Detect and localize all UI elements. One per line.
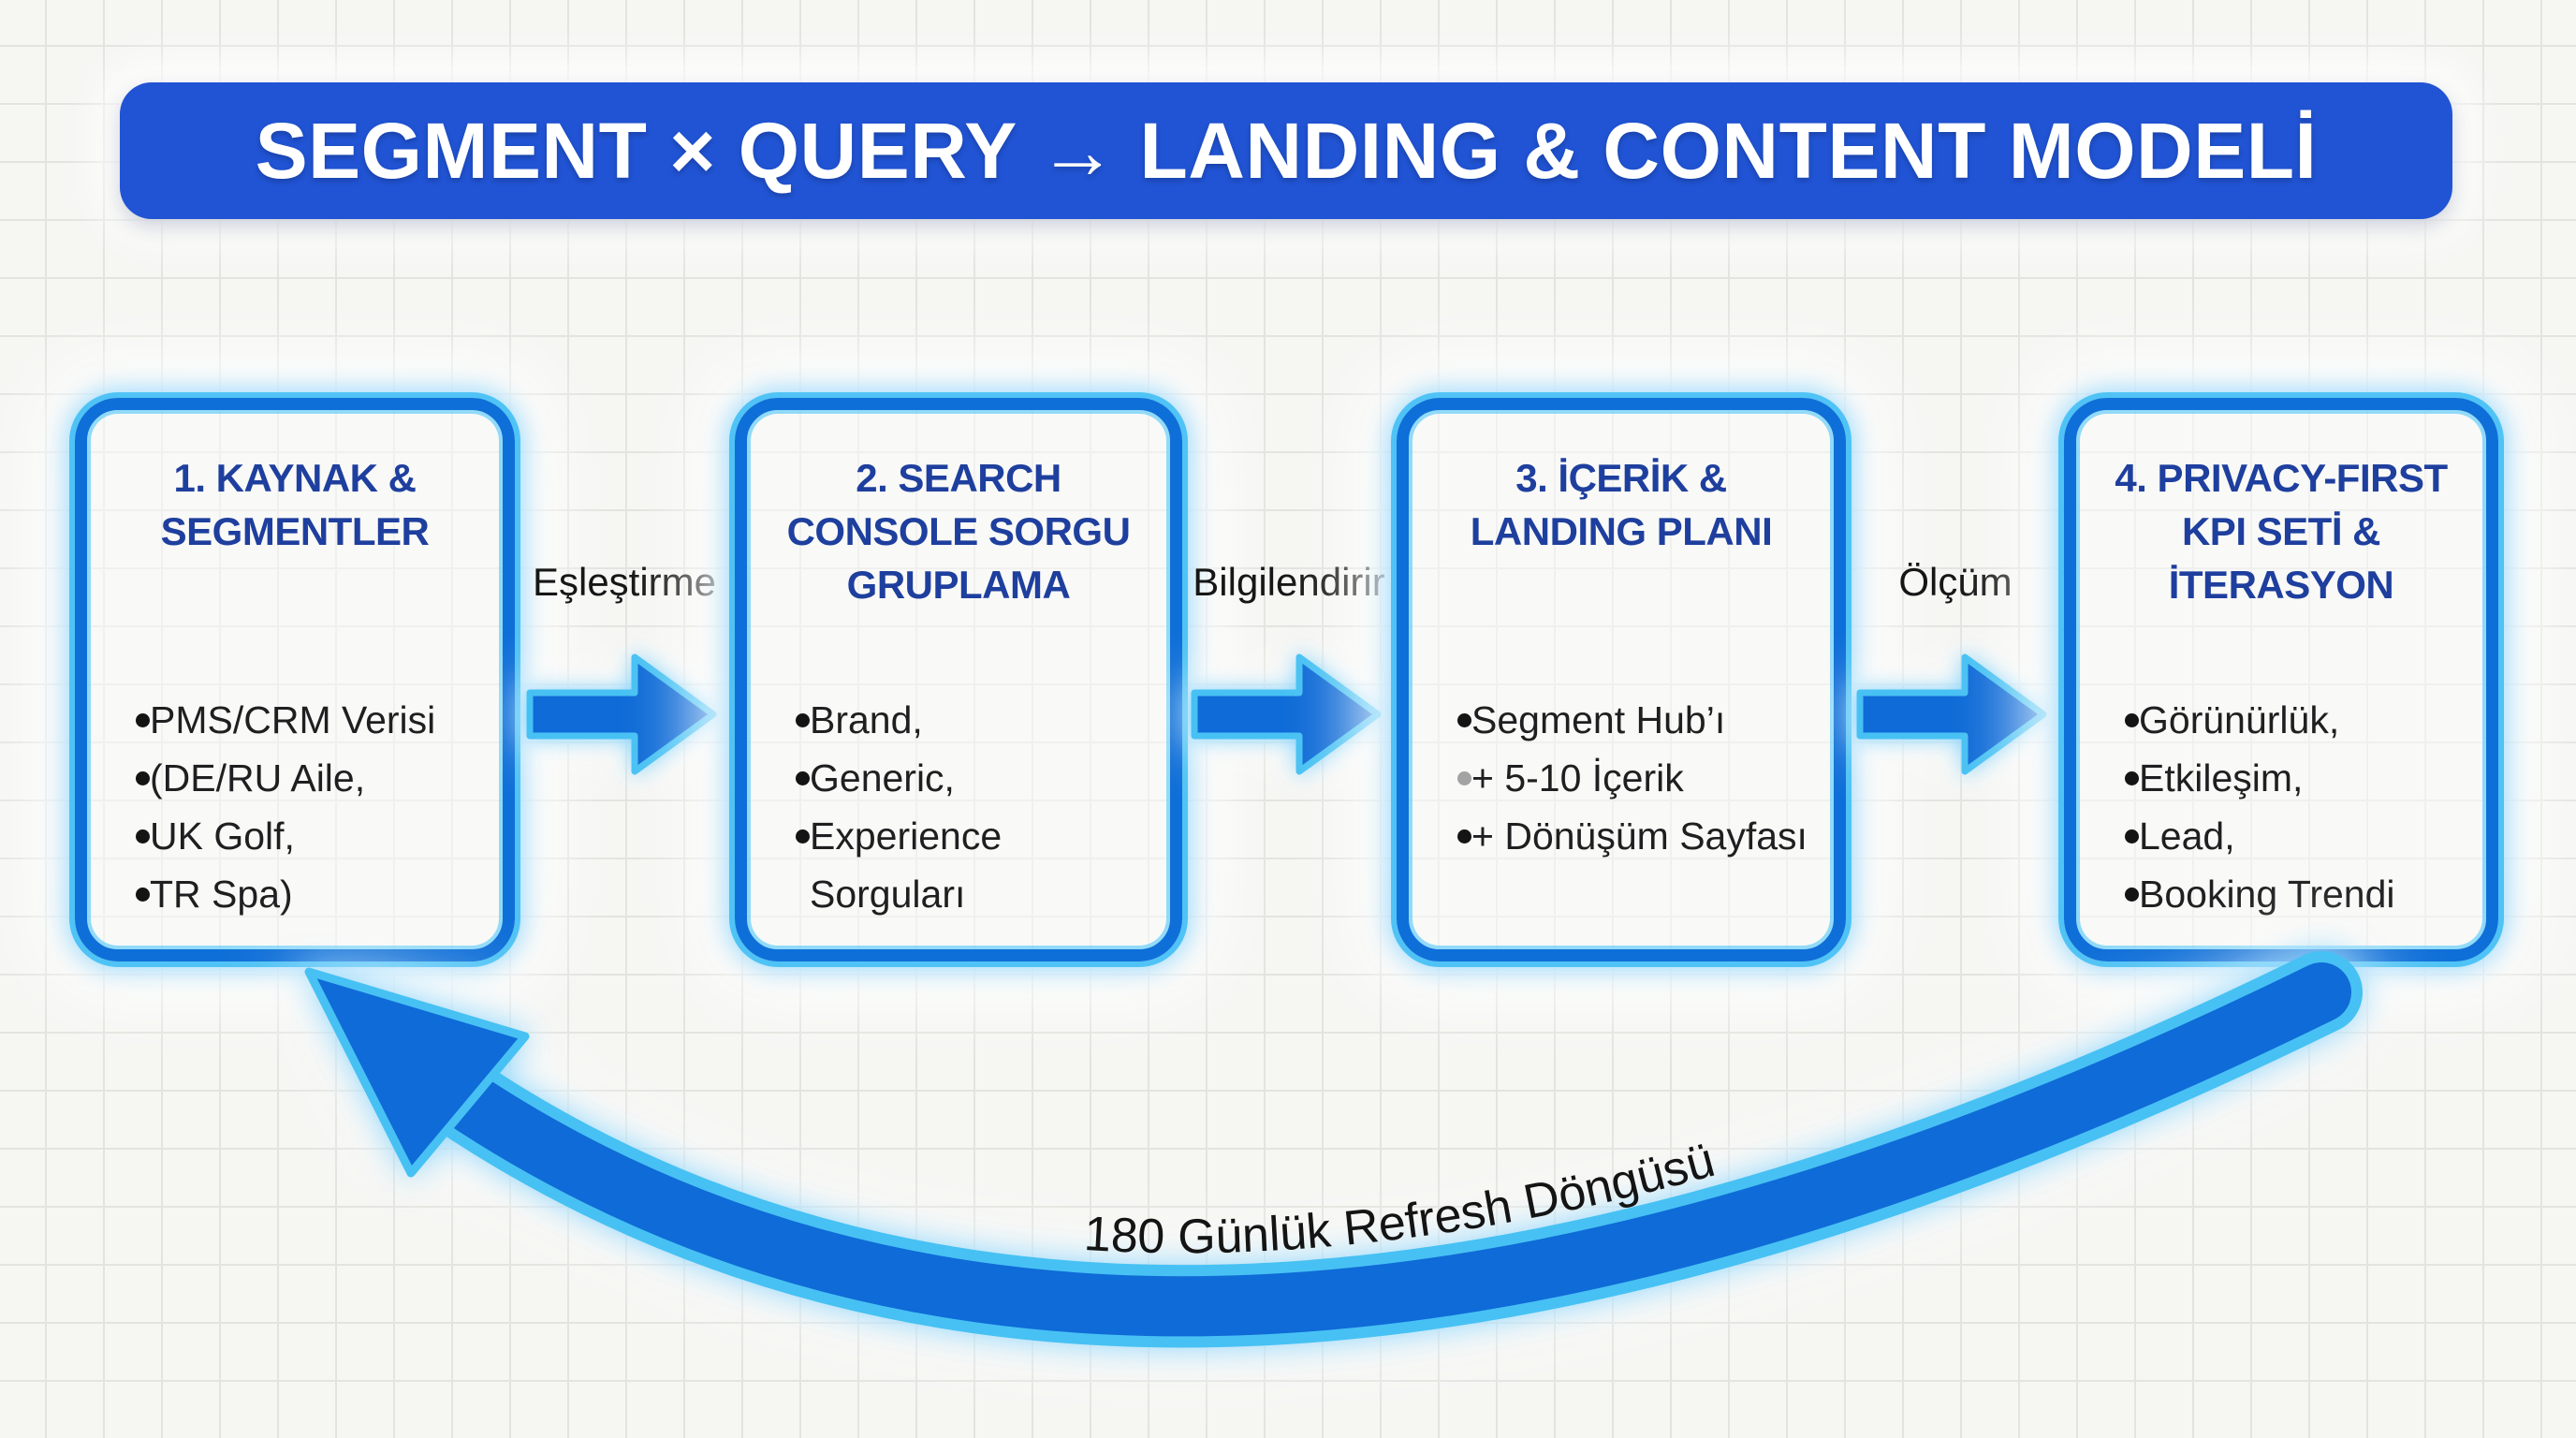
bullet-text: Etkileşim,: [2139, 756, 2304, 800]
stage-box-kaynak-segmentler: 1. KAYNAK & SEGMENTLER PMS/CRM Verisi (D…: [75, 398, 515, 961]
box-title: 1. KAYNAK & SEGMENTLER: [160, 456, 430, 554]
bullet-text: Generic,: [810, 756, 955, 800]
bullet-list: Görünürlük, Etkileşim, Lead, Booking Tre…: [2125, 691, 2471, 923]
list-item: Booking Trendi: [2125, 865, 2471, 923]
box-title: 3. İÇERİK & LANDING PLANI: [1470, 456, 1773, 554]
bullet-text: Lead,: [2139, 814, 2235, 858]
list-item: + Dönüşüm Sayfası: [1457, 807, 1819, 865]
list-item: + 5-10 İçerik: [1457, 749, 1819, 807]
stage-box-search-console: 2. SEARCH CONSOLE SORGU GRUPLAMA Brand, …: [735, 398, 1182, 961]
list-item: Brand,: [796, 691, 1155, 749]
loop-arrowhead-icon: [304, 967, 530, 1178]
connector-label-bilgilendirir: Bilgilendirir: [1193, 560, 1385, 604]
page-title: SEGMENT × QUERY → LANDING & CONTENT MODE…: [255, 106, 2318, 195]
bullet-dot-icon: [796, 829, 810, 844]
connector-label-olcum: Ölçüm: [1898, 560, 2012, 604]
bullet-text: Görünürlük,: [2139, 698, 2340, 741]
loop-label-text: 180 Günlük Refresh Döngüsü: [1083, 1133, 1720, 1264]
bullet-text: PMS/CRM Verisi: [150, 698, 436, 741]
bullet-dot-icon: [796, 771, 810, 785]
bullet-text: Brand,: [810, 698, 923, 741]
list-item: Segment Hub’ı: [1457, 691, 1819, 749]
loop-arrow-outline: [432, 951, 2363, 1348]
bullet-dot-icon: [136, 829, 150, 844]
list-item: Görünürlük,: [2125, 691, 2471, 749]
bullet-dot-icon: [796, 713, 810, 727]
title-banner: SEGMENT × QUERY → LANDING & CONTENT MODE…: [120, 82, 2452, 219]
box-title: 2. SEARCH CONSOLE SORGU GRUPLAMA: [786, 456, 1131, 608]
list-item: Generic,: [796, 749, 1155, 807]
bullet-dot-icon: [136, 713, 150, 727]
box-title: 4. PRIVACY-FIRST KPI SETİ & İTERASYON: [2115, 456, 2448, 608]
bullet-dot-icon: [136, 771, 150, 785]
bullet-dot-icon: [1457, 829, 1471, 844]
bullet-list: PMS/CRM Verisi (DE/RU Aile, UK Golf, TR …: [136, 691, 488, 923]
loop-arrow-path: [443, 962, 2351, 1337]
bullet-text: + Dönüşüm Sayfası: [1471, 814, 1808, 858]
list-item: Lead,: [2125, 807, 2471, 865]
bullet-dot-icon: [2125, 888, 2139, 902]
bullet-list: Segment Hub’ı + 5-10 İçerik + Dönüşüm Sa…: [1457, 691, 1819, 865]
flow-arrow-icon: [1856, 653, 2047, 775]
bullet-dot-icon: [136, 888, 150, 902]
flow-arrow-icon: [526, 653, 717, 775]
bullet-dot-icon: [2125, 771, 2139, 785]
list-item: Etkileşim,: [2125, 749, 2471, 807]
bullet-dot-icon: [1457, 713, 1471, 727]
bullet-text: Booking Trendi: [2139, 873, 2395, 916]
stage-box-icerik-landing: 3. İÇERİK & LANDING PLANI Segment Hub’ı …: [1397, 398, 1846, 961]
bullet-text: UK Golf,: [150, 814, 295, 858]
list-item: (DE/RU Aile,: [136, 749, 488, 807]
bullet-text: Experience Sorguları: [810, 814, 1003, 916]
bullet-dot-icon: [2125, 829, 2139, 844]
list-item: Experience Sorguları: [796, 807, 1155, 923]
bullet-dot-icon: [1457, 771, 1471, 785]
bullet-list: Brand, Generic, Experience Sorguları: [796, 691, 1155, 923]
list-item: TR Spa): [136, 865, 488, 923]
bullet-text: (DE/RU Aile,: [150, 756, 366, 800]
connector-label-eslestirme: Eşleştirme: [532, 560, 717, 604]
list-item: UK Golf,: [136, 807, 488, 865]
stage-box-kpi-iterasyon: 4. PRIVACY-FIRST KPI SETİ & İTERASYON Gö…: [2064, 398, 2498, 961]
bullet-text: TR Spa): [150, 873, 293, 916]
flow-arrow-icon: [1191, 653, 1382, 775]
list-item: PMS/CRM Verisi: [136, 691, 488, 749]
bullet-text: Segment Hub’ı: [1471, 698, 1726, 741]
bullet-text: + 5-10 İçerik: [1471, 756, 1684, 800]
bullet-dot-icon: [2125, 713, 2139, 727]
